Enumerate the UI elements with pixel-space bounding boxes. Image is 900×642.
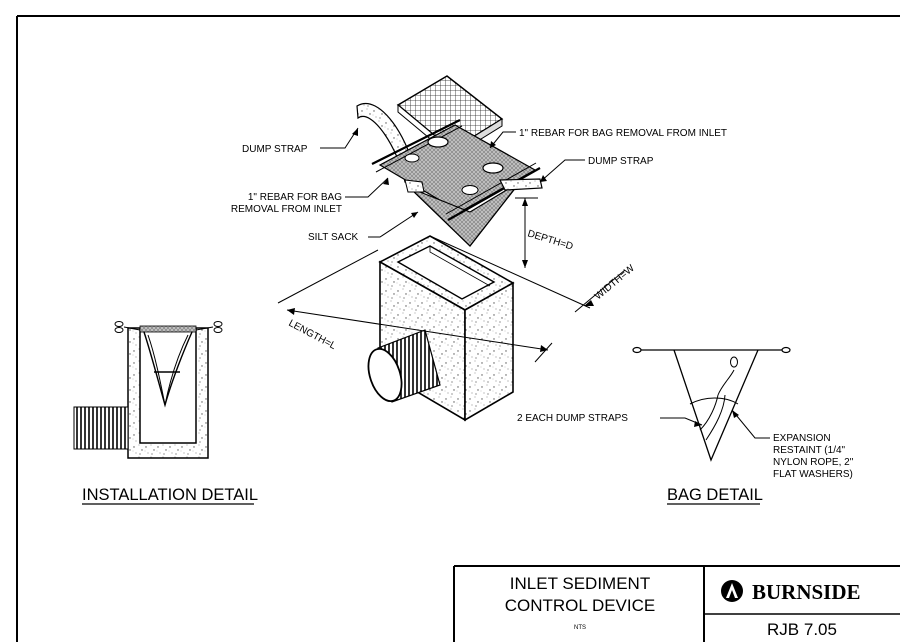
label-expansion-1: EXPANSION bbox=[773, 433, 831, 444]
depth-dimension bbox=[515, 197, 538, 268]
bag-detail-drawing bbox=[632, 346, 791, 462]
title-block bbox=[453, 565, 900, 642]
burnside-logo-icon bbox=[721, 580, 743, 602]
dump-strap-right-drawing bbox=[404, 178, 543, 193]
length-dimension bbox=[277, 249, 553, 363]
iso-leaders bbox=[320, 127, 585, 238]
title-line-1: INLET SEDIMENT bbox=[510, 574, 650, 593]
bag-detail-title: BAG DETAIL bbox=[667, 486, 763, 504]
label-expansion-3: NYLON ROPE, 2" bbox=[773, 457, 854, 468]
drawing-number: RJB 7.05 bbox=[767, 620, 837, 639]
label-dump-strap-right: DUMP STRAP bbox=[588, 156, 654, 167]
label-depth: DEPTH=D bbox=[526, 228, 574, 252]
label-dump-strap-left: DUMP STRAP bbox=[242, 144, 308, 155]
silt-sack-frame bbox=[371, 119, 541, 247]
inlet-pipe bbox=[367, 329, 441, 403]
title-line-2: CONTROL DEVICE bbox=[505, 596, 656, 615]
label-width: WIDTH=W bbox=[593, 263, 637, 303]
label-rebar-left-1: 1" REBAR FOR BAG bbox=[248, 192, 342, 203]
label-length: LENGTH=L bbox=[287, 318, 338, 352]
installation-detail-title: INSTALLATION DETAIL bbox=[82, 486, 258, 504]
sheet-border bbox=[16, 15, 900, 642]
label-dump-straps-each: 2 EACH DUMP STRAPS bbox=[517, 413, 628, 424]
label-rebar-left-2: REMOVAL FROM INLET bbox=[231, 204, 342, 215]
scale-note: NTS bbox=[574, 625, 586, 631]
label-expansion-2: RESTAINT (1/4" bbox=[773, 445, 846, 456]
installation-detail-drawing bbox=[73, 321, 223, 459]
label-silt-sack: SILT SACK bbox=[308, 232, 359, 243]
label-expansion-4: FLAT WASHERS) bbox=[773, 469, 853, 480]
width-dimension bbox=[429, 235, 626, 313]
company-name: BURNSIDE bbox=[752, 580, 861, 604]
label-rebar-top: 1" REBAR FOR BAG REMOVAL FROM INLET bbox=[519, 128, 727, 139]
